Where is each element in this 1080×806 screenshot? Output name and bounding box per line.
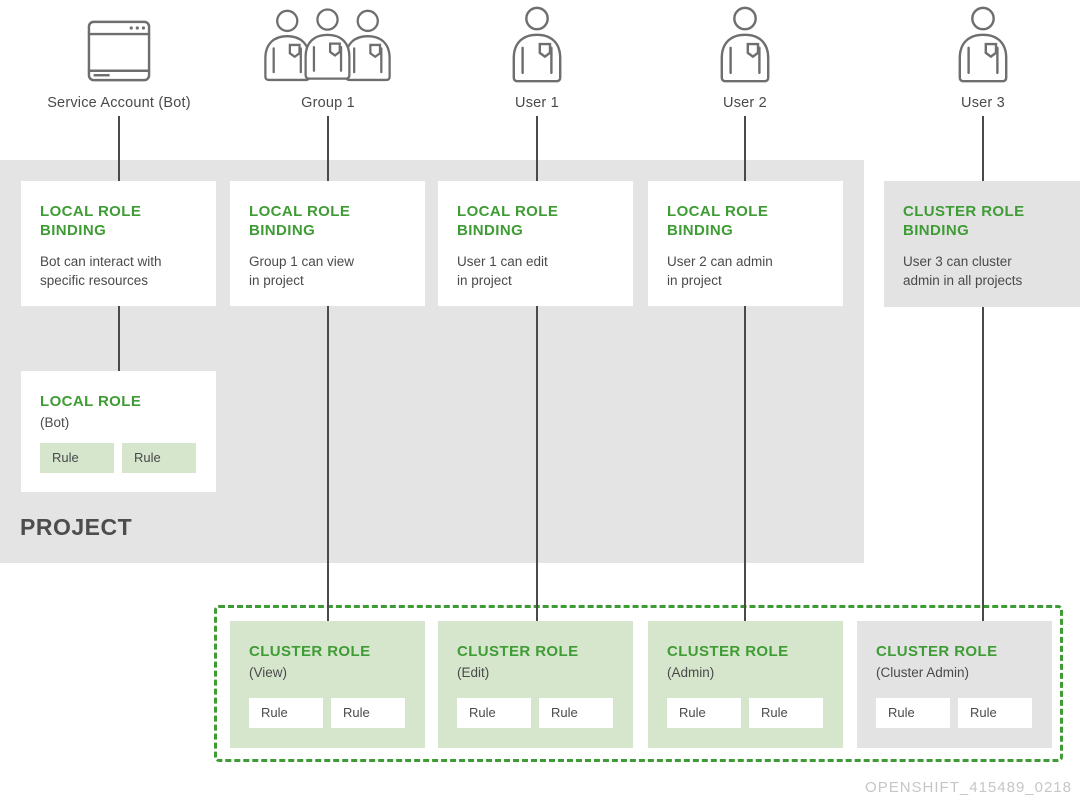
- rule-chip: Rule: [457, 698, 531, 728]
- cluster-scope-dashed-box: [214, 605, 1063, 762]
- connector-line: [744, 306, 746, 621]
- connector-line: [982, 116, 984, 181]
- card-title: CLUSTER ROLE: [457, 643, 579, 660]
- rule-chip: Rule: [539, 698, 613, 728]
- cluster-role-card: CLUSTER ROLE (Admin) Rule Rule: [648, 621, 843, 748]
- cluster-role-binding-card: CLUSTER ROLE BINDING User 3 can cluster …: [884, 181, 1080, 307]
- rule-chip: Rule: [876, 698, 950, 728]
- watermark: OPENSHIFT_415489_0218: [865, 779, 1072, 796]
- rule-chip: Rule: [749, 698, 823, 728]
- card-description: User 1 can edit in project: [457, 254, 548, 288]
- user-icon: [958, 6, 1008, 83]
- local-role-binding-card: LOCAL ROLE BINDING Bot can interact with…: [21, 181, 216, 306]
- connector-line: [982, 307, 984, 621]
- card-title: LOCAL ROLE BINDING: [457, 203, 559, 240]
- card-title: CLUSTER ROLE: [667, 643, 789, 660]
- local-role-binding-card: LOCAL ROLE BINDING Group 1 can view in p…: [230, 181, 425, 306]
- card-subtitle: (View): [249, 665, 288, 681]
- local-role-card: LOCAL ROLE (Bot) Rule Rule: [21, 371, 216, 492]
- rule-chip: Rule: [122, 443, 196, 473]
- actor-label-user-3: User 3: [961, 95, 1005, 111]
- actor-label-service-account: Service Account (Bot): [47, 95, 191, 111]
- card-subtitle: (Admin): [667, 665, 715, 681]
- connector-line: [536, 306, 538, 621]
- connector-line: [327, 116, 329, 181]
- rule-chip: Rule: [331, 698, 405, 728]
- actor-label-group-1: Group 1: [301, 95, 355, 111]
- card-title: LOCAL ROLE BINDING: [40, 203, 142, 240]
- local-role-binding-card: LOCAL ROLE BINDING User 2 can admin in p…: [648, 181, 843, 306]
- card-subtitle: (Cluster Admin): [876, 665, 970, 681]
- card-title: LOCAL ROLE BINDING: [667, 203, 769, 240]
- card-title: CLUSTER ROLE: [876, 643, 998, 660]
- rule-chip: Rule: [40, 443, 114, 473]
- cluster-role-card: CLUSTER ROLE (View) Rule Rule: [230, 621, 425, 748]
- connector-line: [536, 116, 538, 181]
- user-icon: [512, 6, 562, 83]
- card-title: LOCAL ROLE BINDING: [249, 203, 351, 240]
- actor-label-user-1: User 1: [515, 95, 559, 111]
- connector-line: [118, 306, 120, 371]
- connector-line: [327, 306, 329, 621]
- user-icon: [720, 6, 770, 83]
- cluster-role-card: CLUSTER ROLE (Cluster Admin) Rule Rule: [857, 621, 1052, 748]
- local-role-binding-card: LOCAL ROLE BINDING User 1 can edit in pr…: [438, 181, 633, 306]
- card-title: CLUSTER ROLE: [249, 643, 371, 660]
- card-title: LOCAL ROLE: [40, 393, 142, 410]
- card-description: User 2 can admin in project: [667, 254, 773, 288]
- card-description: Bot can interact with specific resources: [40, 254, 162, 288]
- actor-label-user-2: User 2: [723, 95, 767, 111]
- rule-chip: Rule: [249, 698, 323, 728]
- group-icon: [264, 8, 391, 82]
- service-account-icon: [87, 20, 151, 82]
- card-title: CLUSTER ROLE BINDING: [903, 203, 1025, 240]
- card-subtitle: (Bot): [40, 415, 70, 431]
- connector-line: [118, 116, 120, 181]
- rule-chip: Rule: [958, 698, 1032, 728]
- card-description: User 3 can cluster admin in all projects: [903, 254, 1023, 288]
- card-description: Group 1 can view in project: [249, 254, 355, 288]
- cluster-role-card: CLUSTER ROLE (Edit) Rule Rule: [438, 621, 633, 748]
- connector-line: [744, 116, 746, 181]
- project-label: PROJECT: [20, 514, 133, 540]
- card-subtitle: (Edit): [457, 665, 490, 681]
- rule-chip: Rule: [667, 698, 741, 728]
